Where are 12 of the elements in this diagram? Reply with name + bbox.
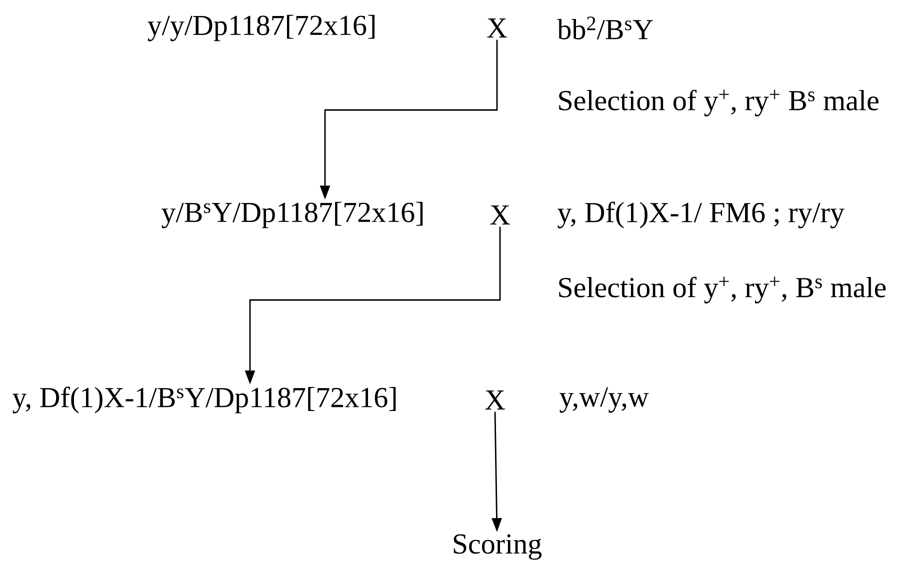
genotype-label: y/y/Dp1187[72x16] bbox=[148, 14, 374, 42]
genotype-label: bb$^{2}$/B$^{s}$Y bbox=[557, 16, 653, 40]
result-label: Scoring bbox=[454, 534, 542, 560]
genotype-label: y, Df(1)X-1/ FM6 ; ry/ry bbox=[558, 202, 844, 228]
cross-symbol: X bbox=[490, 206, 510, 224]
genotype-label: y/B$^{s}$Y/Dp1187[72x16] bbox=[162, 202, 423, 228]
genotype-label: y,w/y,w bbox=[560, 387, 649, 413]
cross-symbol: X bbox=[485, 390, 505, 410]
edge-label: Selection of y$^{+}$, ry$^{+}$, B$^{s}$ male bbox=[559, 276, 886, 304]
edge-label: Selection of y$^{+}$, ry$^{+}$ B$^{s}$ male bbox=[559, 90, 878, 116]
cross-symbol: X bbox=[487, 18, 507, 38]
genotype-label: y, Df(1)X-1/B$^{s}$Y/Dp1187[72x16] bbox=[12, 386, 396, 414]
